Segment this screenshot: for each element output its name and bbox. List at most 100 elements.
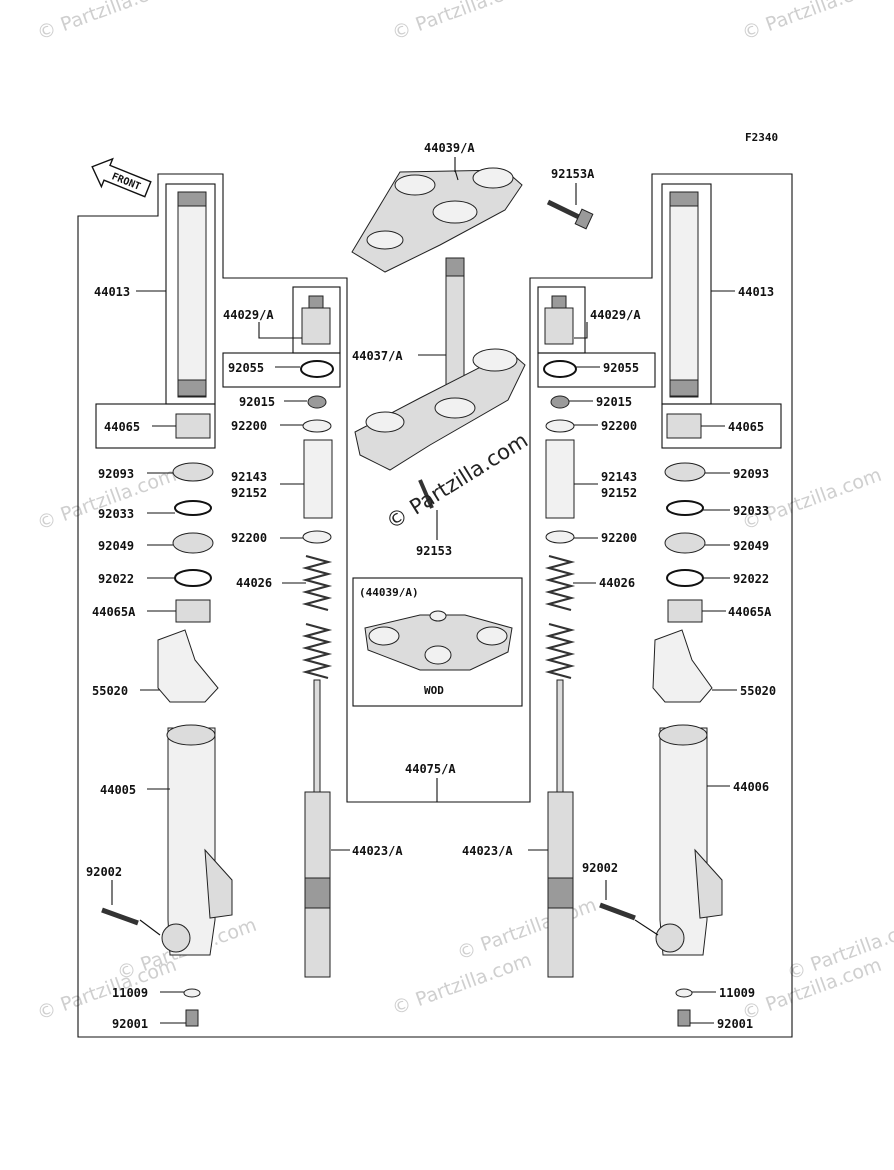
right-oring-box — [537, 352, 656, 388]
label-left-oil-seal: 92093 — [98, 467, 134, 481]
front-arrow-icon: FRONT — [91, 157, 152, 198]
part-labels: 44039/A 92153A 44037/A 92153 44075/A 440… — [86, 141, 776, 1031]
label-left-inner-tube: 44013 — [94, 285, 130, 299]
label-right-seal-washer: 92049 — [733, 539, 769, 553]
watermark-text: © Partzilla.com — [34, 0, 179, 45]
left-axle-bolt — [101, 907, 139, 926]
label-left-circlip: 92033 — [98, 507, 134, 521]
label-right-washer-lower: 92200 — [601, 531, 637, 545]
left-protector — [157, 629, 219, 703]
right-circlip — [666, 500, 704, 516]
left-seal-washer — [172, 532, 214, 554]
label-left-seal-washer: 92049 — [98, 539, 134, 553]
label-right-nut: 92015 — [596, 395, 632, 409]
left-outer-tube — [167, 727, 216, 956]
label-right-cylinder: 44023/A — [462, 844, 513, 858]
label-right-gasket: 11009 — [719, 986, 755, 1000]
label-right-spring: 44026 — [599, 576, 635, 590]
right-fork-parts — [543, 191, 723, 1027]
upper-clamp-bolt — [546, 199, 594, 230]
left-oil-seal — [172, 462, 214, 482]
label-right-bushing-lower: 44065A — [728, 605, 772, 619]
label-left-washer-upper: 92200 — [231, 419, 267, 433]
right-protector — [652, 629, 713, 703]
label-right-oil-seal: 92093 — [733, 467, 769, 481]
label-right-pipe-a: 92143 — [601, 470, 637, 484]
assembly-outline — [77, 173, 793, 1038]
left-oring-box — [222, 352, 341, 388]
label-left-nut: 92015 — [239, 395, 275, 409]
label-stem: 44037/A — [352, 349, 403, 363]
left-inner-tube — [177, 191, 207, 398]
label-stem-bolt: 92153 — [416, 544, 452, 558]
label-left-gasket: 11009 — [112, 986, 148, 1000]
watermark-text: © Partzilla.com — [389, 0, 534, 45]
label-left-drain-bolt: 92001 — [112, 1017, 148, 1031]
right-drain-bolt — [677, 1009, 691, 1027]
right-bushing-lower — [667, 599, 703, 623]
wod-inset: (44039/A) WOD — [352, 577, 523, 707]
right-washer-upper — [545, 419, 575, 433]
label-left-ring: 92022 — [98, 572, 134, 586]
right-oil-seal — [664, 462, 706, 482]
steering-stem — [354, 257, 526, 471]
left-o-ring — [300, 360, 334, 378]
label-right-pipe-b: 92152 — [601, 486, 637, 500]
right-spring — [544, 554, 576, 612]
left-spring — [301, 554, 333, 612]
stem-clamp-bolt — [418, 479, 434, 509]
wod-inset-box — [352, 577, 523, 707]
label-right-bushing-upper: 44065 — [728, 420, 764, 434]
label-left-bolt: 92002 — [86, 865, 122, 879]
label-left-pipe-b: 92152 — [231, 486, 267, 500]
watermark-text: © Partzilla.com — [739, 0, 884, 45]
label-bolt-upper: 92153A — [551, 167, 595, 181]
label-left-bushing-lower: 44065A — [92, 605, 136, 619]
label-left-cylinder: 44023/A — [352, 844, 403, 858]
label-right-inner-tube: 44013 — [738, 285, 774, 299]
label-left-o-ring: 92055 — [228, 361, 264, 375]
left-washer-upper — [302, 419, 332, 433]
label-left-pipe-a: 92143 — [231, 470, 267, 484]
wod-inset-title: (44039/A) — [359, 586, 419, 599]
right-bushing-box — [661, 403, 782, 449]
label-right-outer-tube: 44006 — [733, 780, 769, 794]
right-axle-bolt — [599, 902, 636, 921]
label-left-spring: 44026 — [236, 576, 272, 590]
label-right-drain-bolt: 92001 — [717, 1017, 753, 1031]
label-left-cap-bolt: 44029/A — [223, 308, 274, 322]
label-right-washer-upper: 92200 — [601, 419, 637, 433]
right-nut — [550, 395, 570, 409]
right-inner-tube — [669, 191, 699, 398]
leader-lines — [111, 157, 737, 1024]
left-washer-lower — [302, 530, 332, 544]
label-right-protector: 55020 — [740, 684, 776, 698]
label-top-bracket: 44039/A — [424, 141, 475, 155]
label-left-washer-lower: 92200 — [231, 531, 267, 545]
left-cap-bolt — [308, 295, 324, 309]
right-washer-lower — [545, 530, 575, 544]
left-bushing-lower — [175, 599, 211, 623]
right-cap-bolt — [551, 295, 567, 309]
right-gasket — [675, 988, 693, 998]
right-seal-washer — [664, 532, 706, 554]
right-outer-tube — [659, 727, 708, 956]
wod-inset-caption: WOD — [424, 684, 444, 697]
label-right-circlip: 92033 — [733, 504, 769, 518]
diagram-code: F2340 — [745, 131, 778, 144]
right-pipe — [545, 439, 575, 519]
top-bracket — [351, 167, 523, 273]
label-fork-assy: 44075/A — [405, 762, 456, 776]
right-bushing — [666, 413, 702, 439]
left-bushing — [175, 413, 211, 439]
left-fork-parts — [101, 191, 334, 1027]
left-ring — [174, 569, 212, 587]
left-damper-rod — [313, 679, 321, 793]
left-circlip — [174, 500, 212, 516]
label-right-o-ring: 92055 — [603, 361, 639, 375]
label-right-bolt: 92002 — [582, 861, 618, 875]
left-gasket — [183, 988, 201, 998]
label-left-outer-tube: 44005 — [100, 783, 136, 797]
left-nut — [307, 395, 327, 409]
